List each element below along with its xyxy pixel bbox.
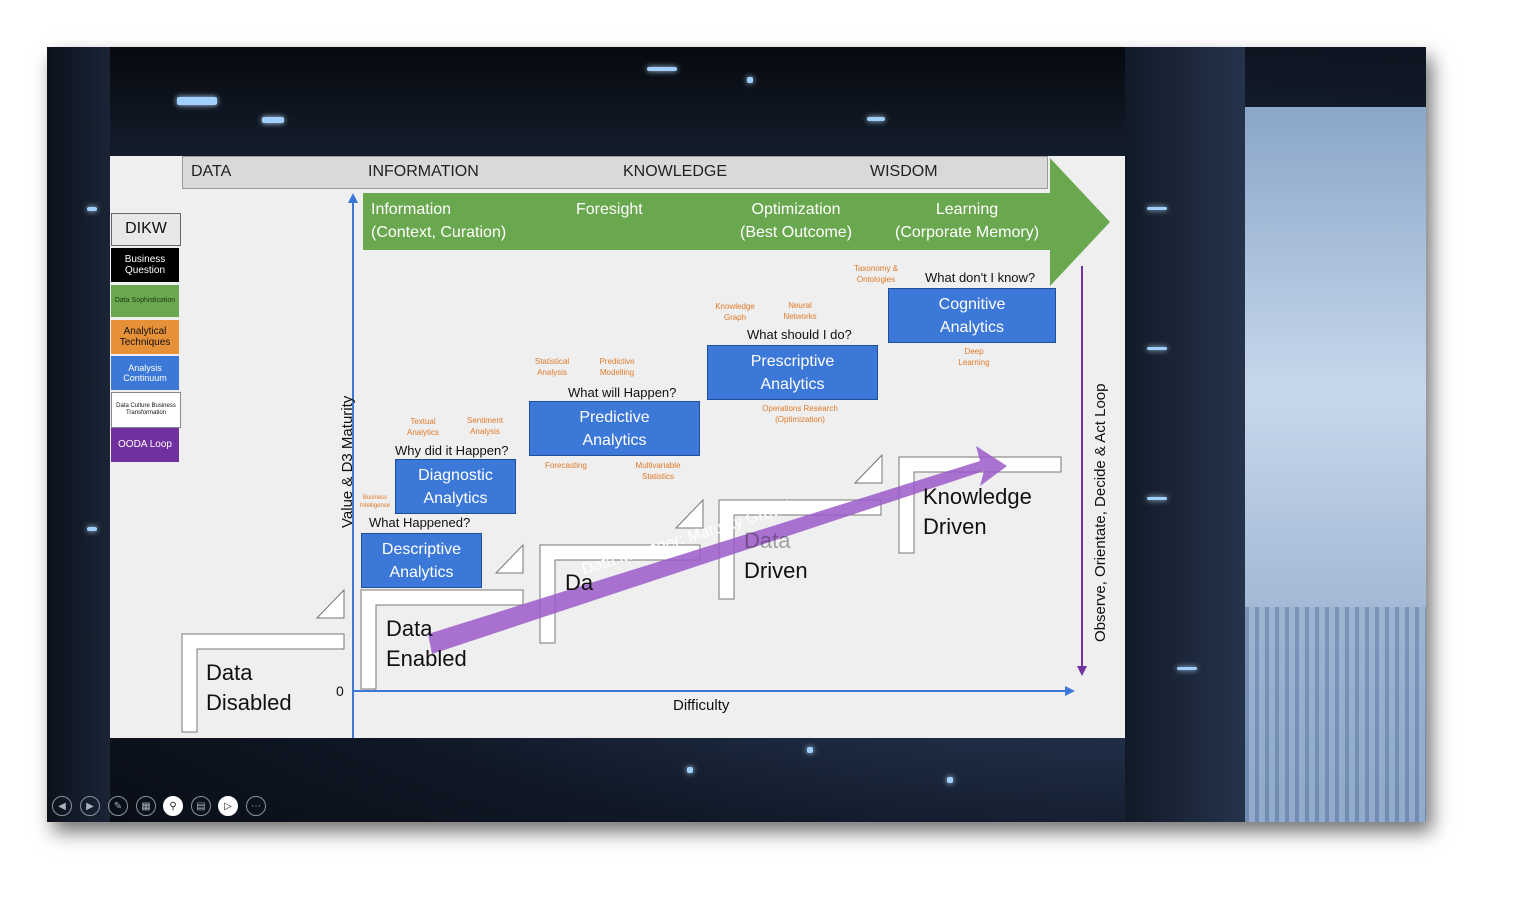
legend-analysis-continuum: Analysis Continuum xyxy=(111,356,179,390)
question-cognitive: What don't I know? xyxy=(925,270,1035,285)
question-descriptive: What Happened? xyxy=(369,515,470,530)
axis-origin: 0 xyxy=(336,683,344,699)
technique-forecasting: Forecasting xyxy=(545,460,587,471)
technique-deep: Deep Learning xyxy=(952,346,996,368)
question-predictive: What will Happen? xyxy=(568,385,676,400)
arrow-col-foresight: Foresight xyxy=(576,198,643,221)
zoom-icon[interactable]: ⚲ xyxy=(163,796,183,816)
ooda-axis-label: Observe, Orientate, Decide & Act Loop xyxy=(1092,384,1109,642)
more-icon[interactable]: ⋯ xyxy=(246,796,266,816)
arrow-col-learning: Learning (Corporate Memory) xyxy=(895,198,1039,244)
dikw-header: DATA INFORMATION KNOWLEDGE WISDOM xyxy=(182,156,1048,189)
subtitles-icon[interactable]: ▤ xyxy=(191,796,211,816)
pen-icon[interactable]: ✎ xyxy=(108,796,128,816)
technique-predictive-modelling: Predictive Modelling xyxy=(592,356,642,378)
x-axis-label: Difficulty xyxy=(673,697,729,714)
header-information: INFORMATION xyxy=(368,163,479,181)
technique-bi: Business Intelligence xyxy=(358,494,392,510)
presentation-window: DATA INFORMATION KNOWLEDGE WISDOM Inform… xyxy=(47,47,1426,822)
question-diagnostic: Why did it Happen? xyxy=(395,443,508,458)
y-axis-label: Value & D3 Maturity xyxy=(339,396,356,528)
technique-neural: Neural Networks xyxy=(777,300,823,322)
camera-icon[interactable]: ▷ xyxy=(218,796,238,816)
technique-statistical: Statistical Analysis xyxy=(529,356,575,378)
legend-analytical-techniques: Analytical Techniques xyxy=(111,320,179,354)
technique-taxonomy: Taxonomy & Ontologies xyxy=(849,263,903,285)
technique-operations: Operations Research (Optimization) xyxy=(750,403,850,425)
previous-icon[interactable]: ◀ xyxy=(52,796,72,816)
legend-dikw: DIKW xyxy=(111,213,181,246)
technique-textual: Textual Analytics xyxy=(401,416,445,438)
legend-data-sophistication: Data Sophistication xyxy=(111,285,179,317)
server-rack-right xyxy=(1125,47,1245,822)
legend-data-culture: Data Culture Business Transformation xyxy=(111,392,181,428)
technique-sentiment: Sentiment Analysis xyxy=(462,415,508,437)
technique-multivariable: Multivariable Statistics xyxy=(625,460,691,482)
header-data: DATA xyxy=(191,163,231,181)
header-knowledge: KNOWLEDGE xyxy=(623,163,727,181)
floor-tiles xyxy=(1245,607,1426,822)
header-wisdom: WISDOM xyxy=(870,163,938,181)
question-prescriptive: What should I do? xyxy=(747,327,852,342)
slide: DATA INFORMATION KNOWLEDGE WISDOM Inform… xyxy=(110,156,1125,738)
server-rack-left xyxy=(47,47,110,822)
server-rack-top xyxy=(110,47,1125,156)
arrow-col-information: Information (Context, Curation) xyxy=(371,198,506,244)
legend-business-question: Business Question xyxy=(111,248,179,282)
arrow-col-optimization: Optimization (Best Outcome) xyxy=(740,198,852,244)
legend-ooda-loop: OODA Loop xyxy=(111,428,179,462)
technique-knowledge-graph: Knowledge Graph xyxy=(710,301,760,323)
next-icon[interactable]: ▶ xyxy=(80,796,100,816)
slides-icon[interactable]: ▦ xyxy=(136,796,156,816)
